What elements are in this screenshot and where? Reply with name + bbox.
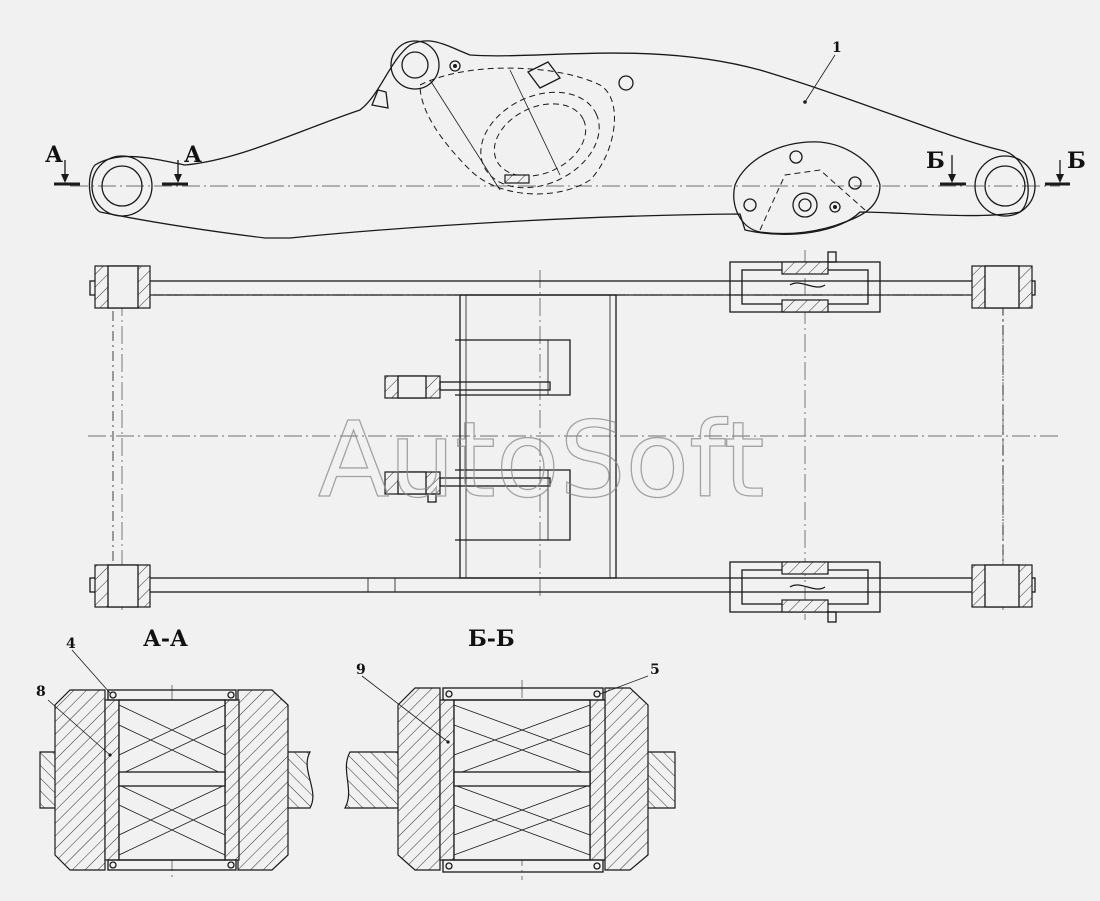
callout-1: 1 <box>832 40 842 56</box>
callout-8: 8 <box>36 684 46 700</box>
section-title-aa: А-А <box>143 626 188 652</box>
section-bb <box>343 675 676 880</box>
section-title-bb: Б-Б <box>468 626 515 652</box>
callout-9: 9 <box>356 662 366 678</box>
section-aa <box>39 649 314 880</box>
side-view <box>54 40 1070 239</box>
section-marker-b-right: Б <box>1067 148 1086 174</box>
section-marker-a-left: А <box>45 142 63 168</box>
section-marker-b-left: Б <box>926 148 945 174</box>
callout-5: 5 <box>650 662 660 678</box>
watermark: AutoSoft <box>318 399 765 521</box>
callout-4: 4 <box>66 636 76 652</box>
plan-view <box>88 250 1062 623</box>
section-marker-a-right: А <box>184 142 202 168</box>
